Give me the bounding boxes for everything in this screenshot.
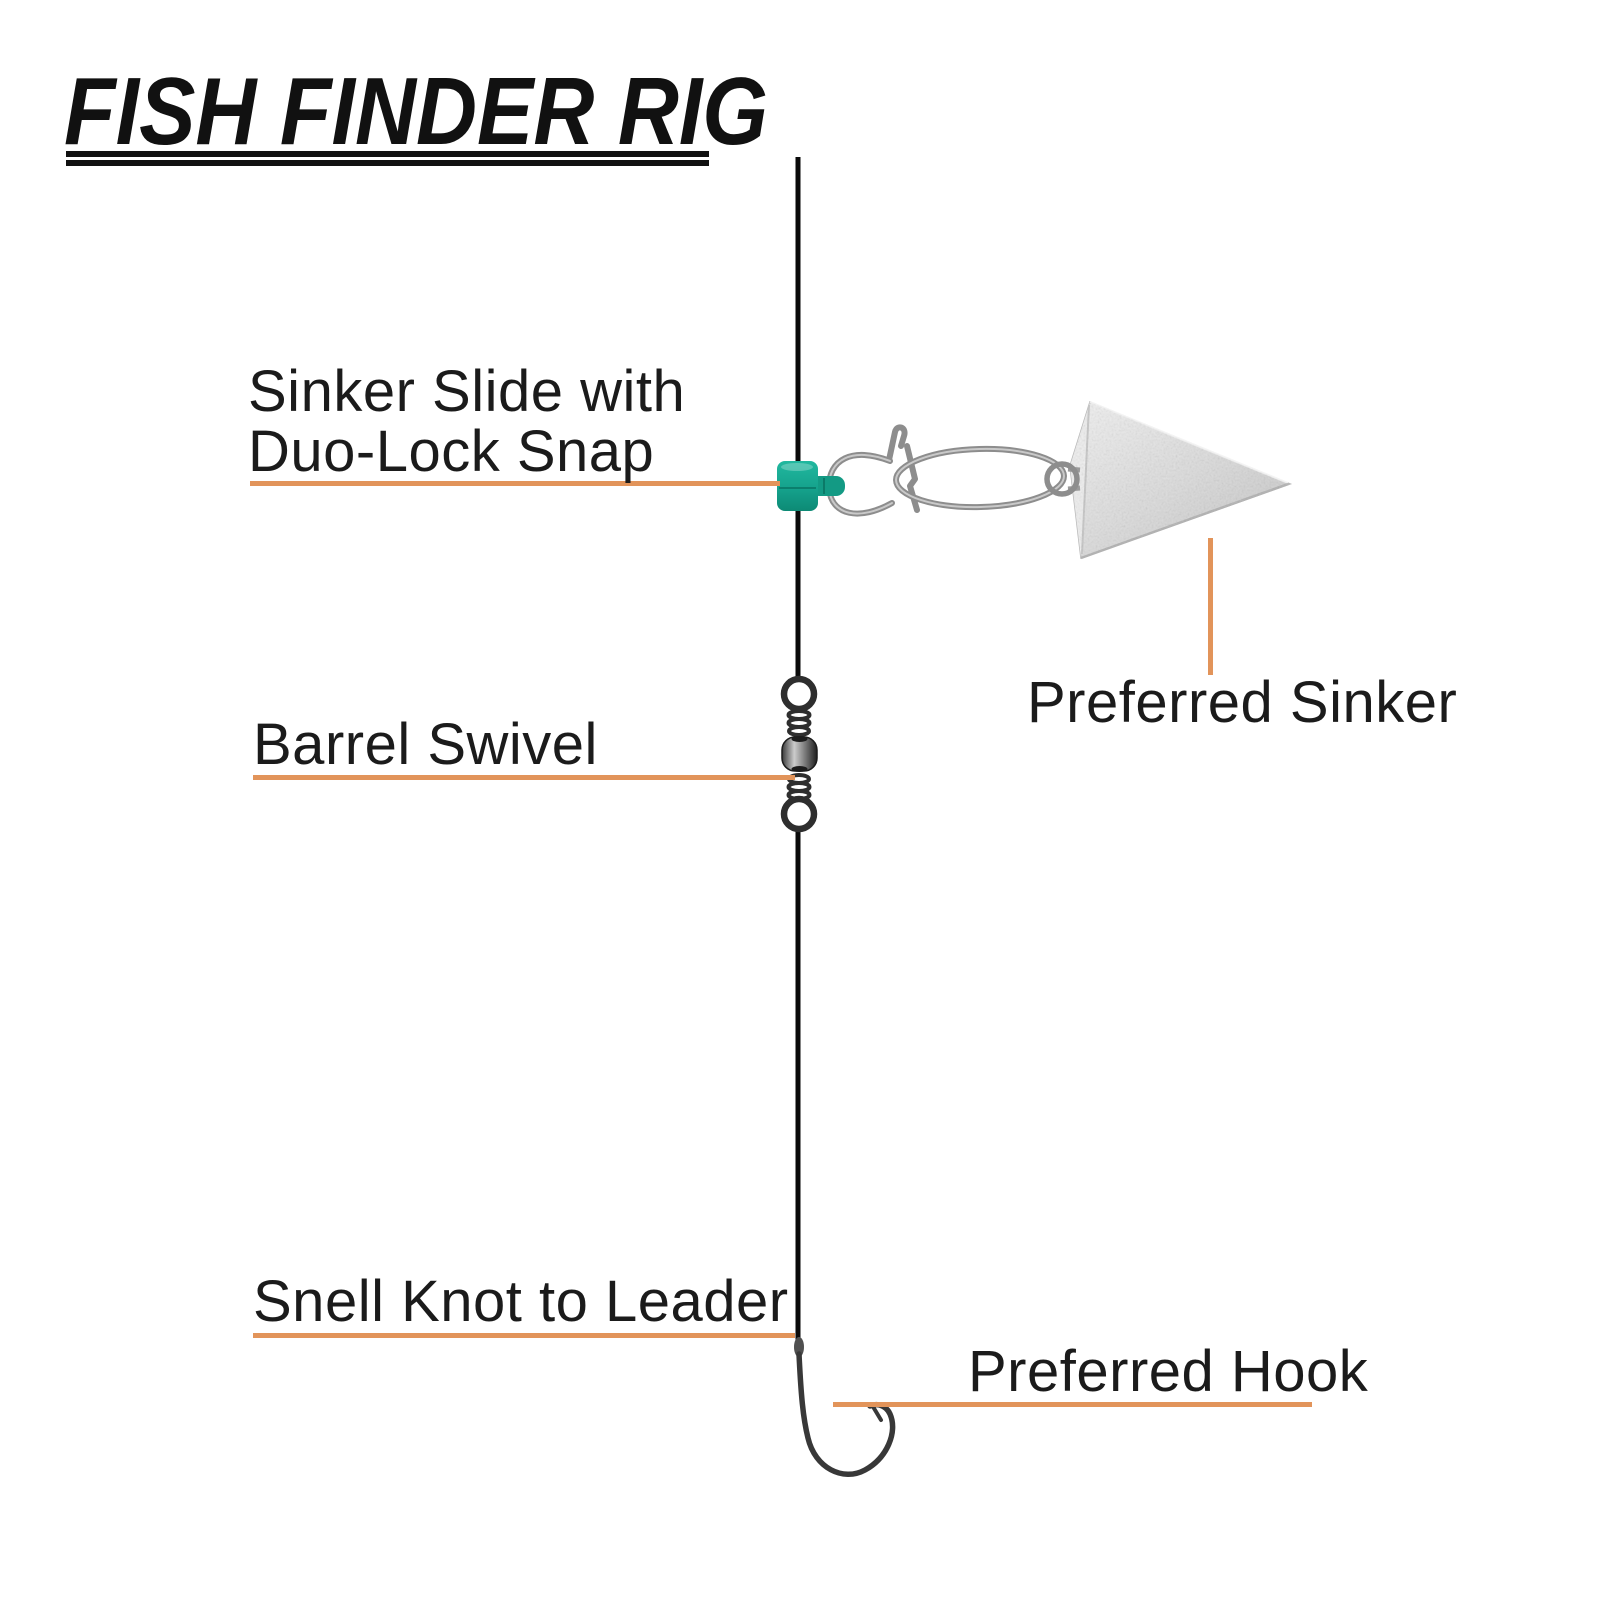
swivel-top-ring [780, 675, 818, 713]
hook-barb [870, 1403, 883, 1422]
leader-line-preferred-sinker [1208, 538, 1213, 675]
label-sinker-slide: Sinker Slide with Duo-Lock Snap [248, 362, 685, 482]
barrel-swivel [780, 675, 818, 833]
page-title: FISH FINDER RIG [64, 58, 769, 165]
leader-line-snell-knot [253, 1333, 795, 1338]
swivel-barrel [781, 736, 818, 772]
fishing-hook [794, 1337, 896, 1477]
title-underline-bottom [66, 160, 709, 166]
label-preferred-hook: Preferred Hook [968, 1339, 1369, 1404]
snell-knot [794, 1337, 804, 1357]
sinker-slide [777, 461, 845, 511]
label-snell-knot: Snell Knot to Leader [253, 1269, 789, 1334]
label-sinker-slide-line1: Sinker Slide with [248, 359, 686, 424]
leader-line-barrel-swivel [253, 775, 795, 780]
pyramid-sinker [1044, 400, 1293, 560]
sinker-eye-ring [1044, 461, 1080, 497]
label-sinker-slide-line2: Duo-Lock Snap [248, 419, 655, 484]
leader-line-sinker-slide [250, 481, 780, 486]
label-preferred-sinker: Preferred Sinker [1027, 670, 1458, 735]
swivel-bottom-ring [780, 795, 818, 833]
slide-body [777, 461, 818, 511]
duo-lock-snap [825, 424, 1067, 517]
leader-line-preferred-hook [833, 1402, 1312, 1407]
label-barrel-swivel: Barrel Swivel [253, 712, 598, 777]
slide-tab [810, 476, 845, 496]
title-underline-top [66, 151, 709, 157]
